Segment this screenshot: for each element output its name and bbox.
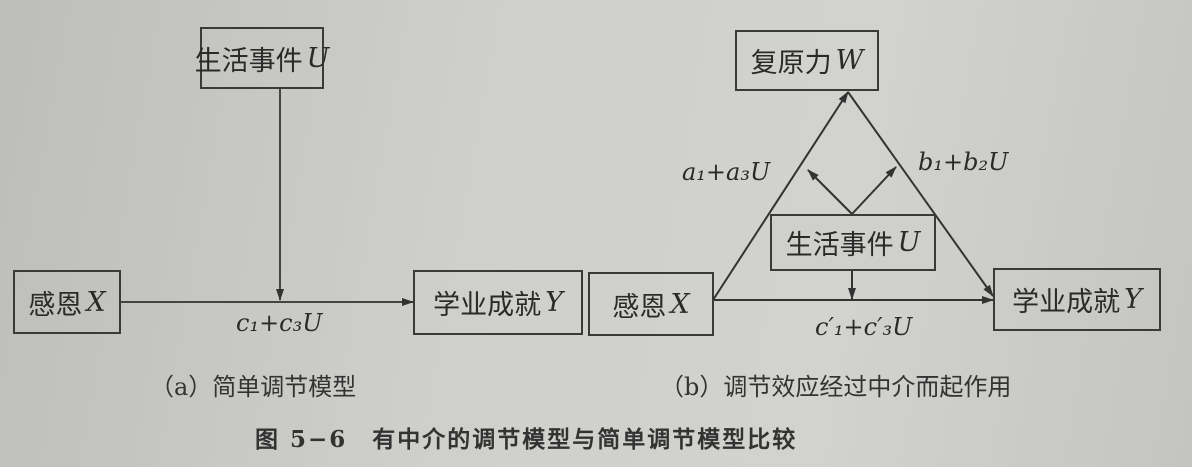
caption-b: （b）调节效应经过中介而起作用 bbox=[660, 373, 1012, 401]
outcome-label: 学业成就 bbox=[1012, 287, 1121, 318]
moderator-label: 生活事件 bbox=[194, 45, 303, 77]
moderator-var: U bbox=[306, 42, 330, 74]
outcome-var: Y bbox=[545, 287, 563, 318]
predictor-label: 感恩 bbox=[612, 291, 667, 323]
outcome-label: 学业成就 bbox=[433, 290, 542, 321]
mediator-label: 复原力 bbox=[750, 48, 832, 79]
path-b-label: b₁+b₂U bbox=[918, 148, 1009, 176]
caption-a: （a）简单调节模型 bbox=[150, 373, 357, 401]
path-c-label: c′₁+c′₃U bbox=[815, 313, 913, 341]
outcome-var: Y bbox=[1124, 284, 1142, 315]
path-label-a: c₁+c₃U bbox=[236, 309, 323, 337]
path-a-label: a₁+a₃U bbox=[682, 158, 771, 186]
moderator-var: U bbox=[897, 227, 921, 258]
mediator-var: W bbox=[835, 45, 864, 76]
predictor-var: X bbox=[670, 288, 690, 320]
predictor-label: 感恩 bbox=[28, 289, 83, 321]
moderator-label: 生活事件 bbox=[785, 230, 894, 261]
figure-caption: 图 5−6 有中介的调节模型与简单调节模型比较 bbox=[255, 426, 798, 453]
predictor-var: X bbox=[86, 286, 106, 318]
